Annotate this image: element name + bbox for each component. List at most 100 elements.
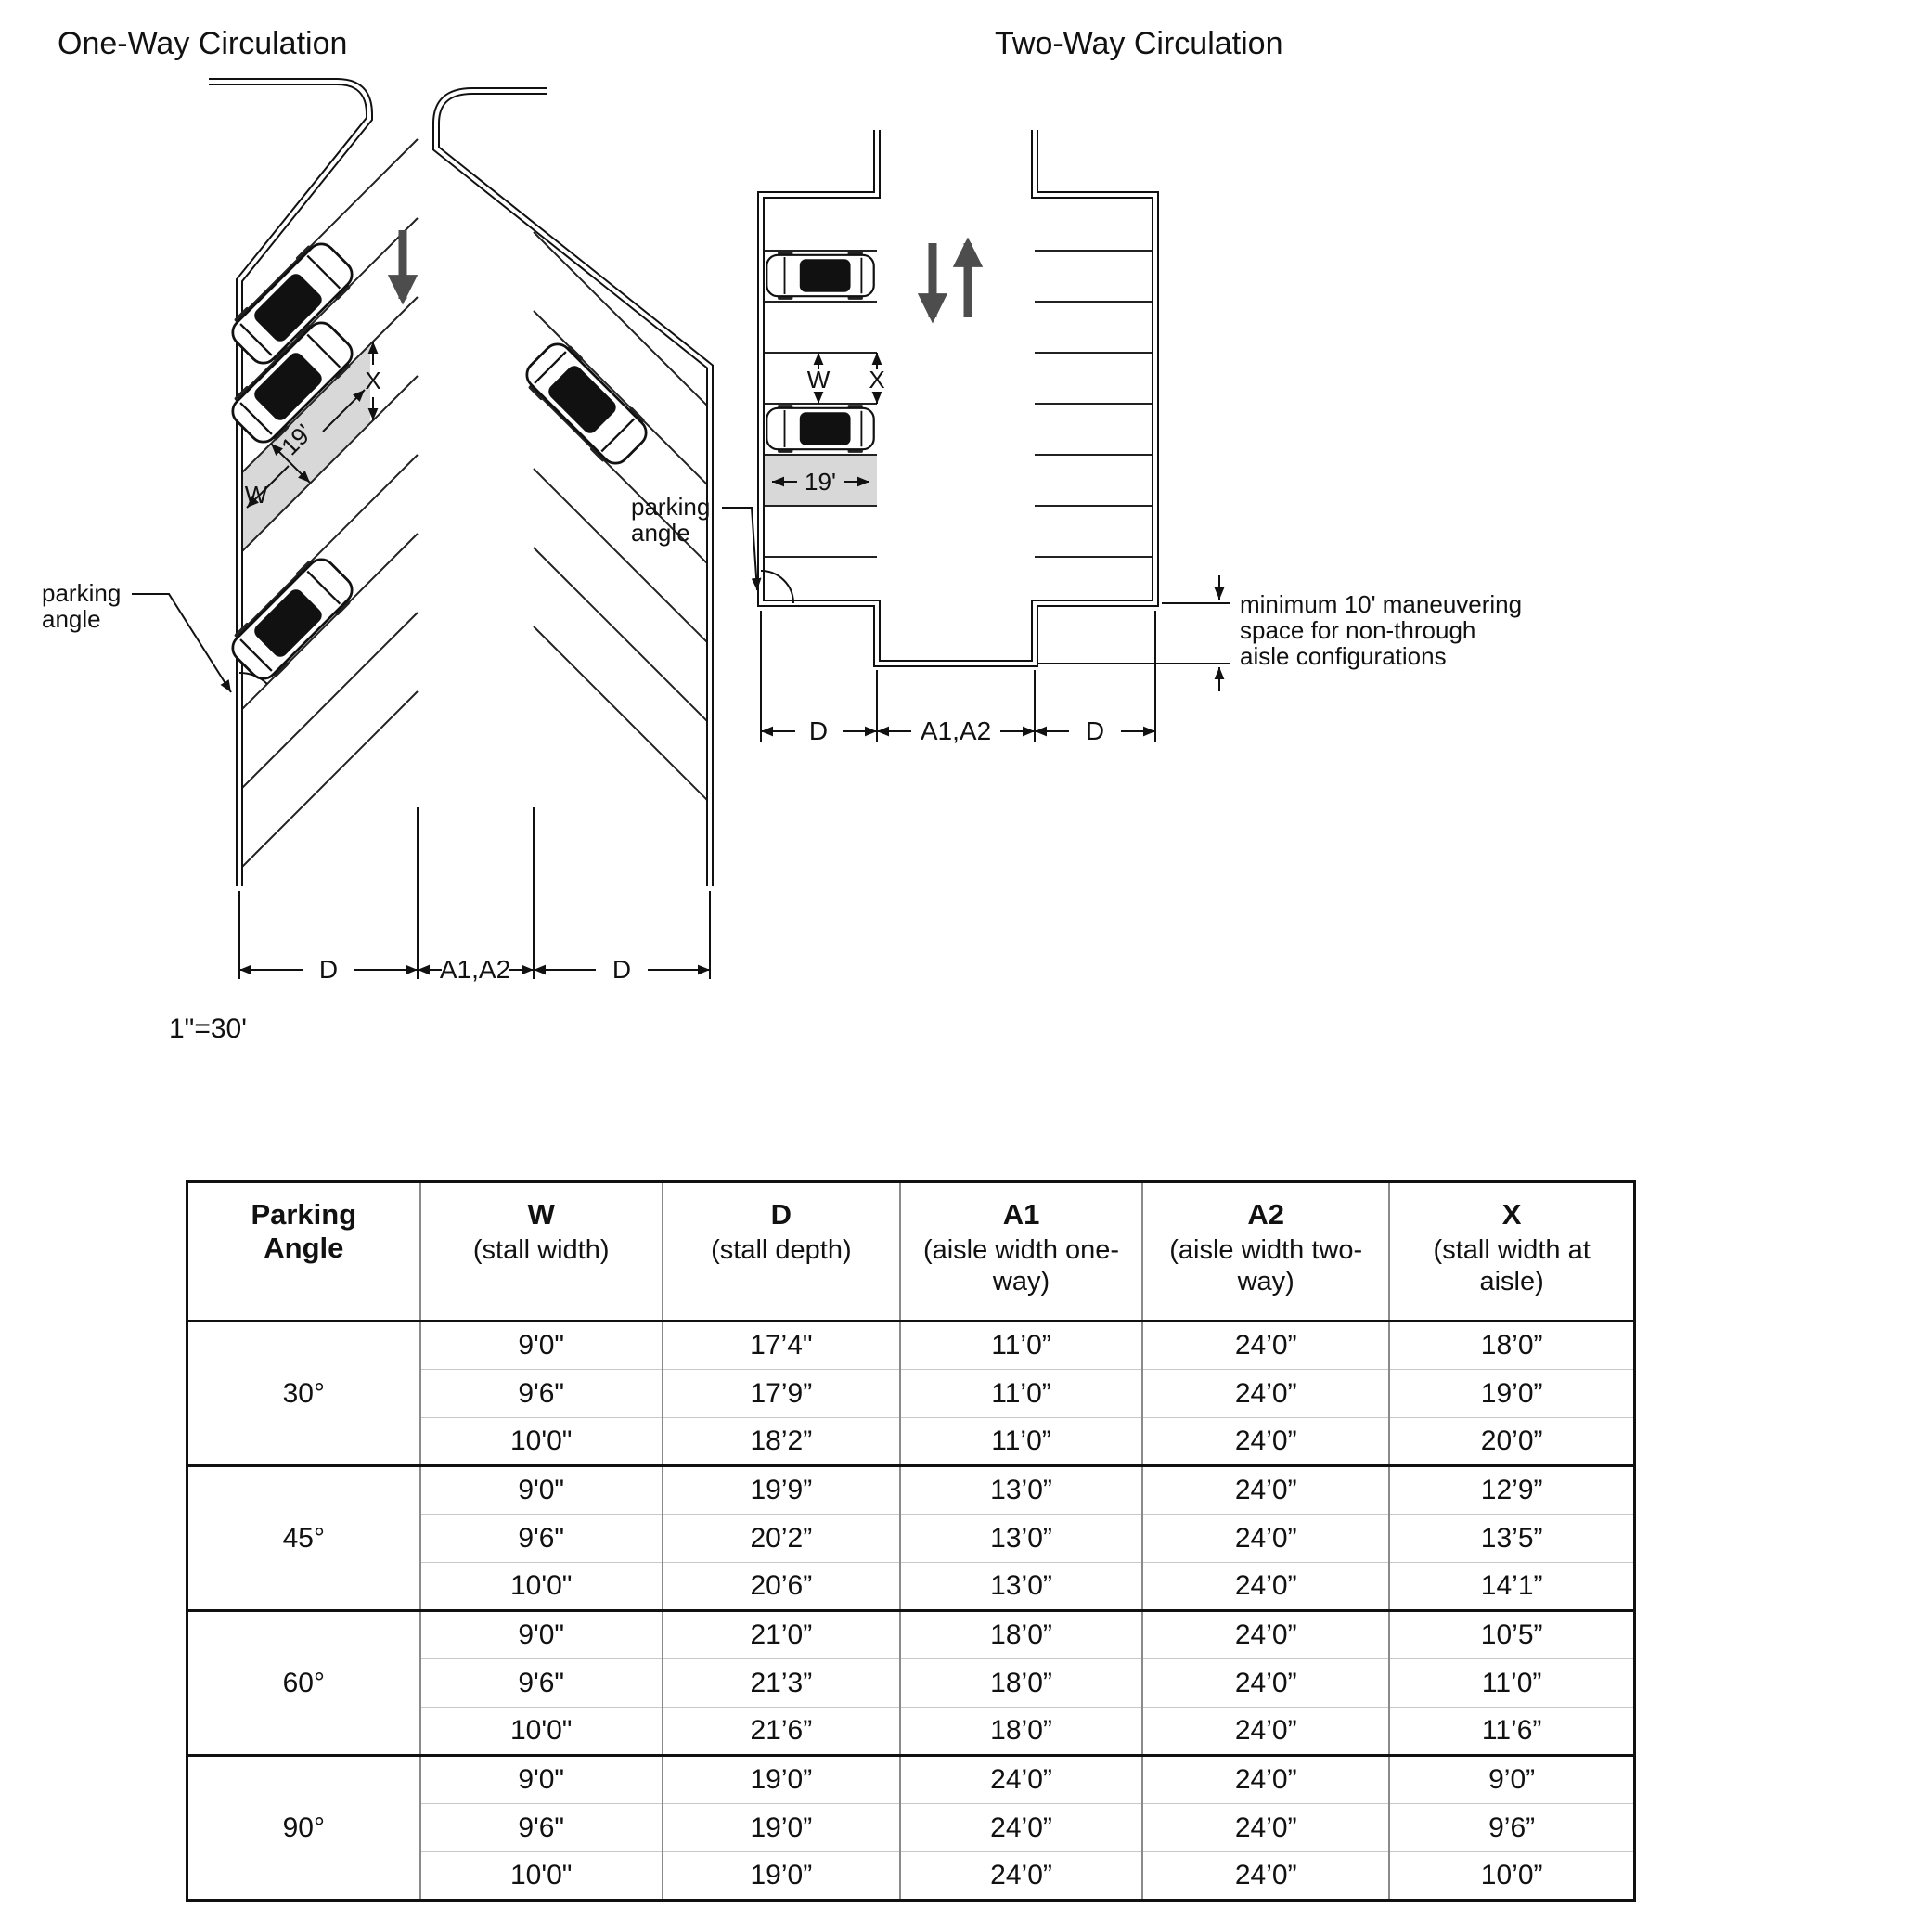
table-cell: 9’6”	[1388, 1803, 1635, 1852]
dim-d-right-label: D	[612, 955, 631, 984]
lot-walls	[757, 130, 1159, 667]
table-cell: 24’0”	[1141, 1320, 1390, 1370]
table-row: 10'0"18’2”11’0”24’0”20’0”	[187, 1417, 1635, 1466]
column-header: W(stall width)	[419, 1181, 663, 1322]
table-cell: 24’0”	[1141, 1851, 1390, 1901]
column-header-sub: (aisle width one-way)	[922, 1234, 1120, 1296]
table-cell: 18’0”	[898, 1658, 1143, 1708]
table-body: 30°9'0"17’4"11’0”24’0”18’0”9'6"17’9”11’0…	[186, 1320, 1635, 1901]
x-label: X	[365, 367, 380, 394]
table-row: 9'6"21’3”18’0”24’0”11’0”	[187, 1658, 1635, 1708]
table-cell: 9’0”	[1388, 1754, 1635, 1804]
table-cell: 21’3”	[661, 1658, 900, 1708]
table-cell: 14’1”	[1388, 1562, 1635, 1611]
maneuvering-dimension	[1037, 575, 1230, 691]
table-cell: 24’0”	[1141, 1754, 1390, 1804]
table-cell: 13’0”	[898, 1464, 1143, 1515]
table-cell: 19’9”	[661, 1464, 900, 1515]
table-cell: 19’0”	[661, 1754, 900, 1804]
table-cell: 11’0”	[898, 1369, 1143, 1418]
table-cell: 10'0"	[419, 1707, 663, 1756]
table-cell: 24’0”	[1141, 1464, 1390, 1515]
table-cell: 11’6”	[1388, 1707, 1635, 1756]
table-cell: 24’0”	[898, 1803, 1143, 1852]
column-header-main: X	[1501, 1198, 1522, 1231]
dim-d-left-label: D	[319, 955, 338, 984]
car-icon	[766, 250, 875, 302]
table-cell: 10’5”	[1388, 1609, 1635, 1659]
table-cell: 24’0”	[1141, 1562, 1390, 1611]
parking-angle-leader	[722, 507, 762, 591]
table-row: 10'0"20’6”13’0”24’0”14’1”	[187, 1562, 1635, 1611]
column-header-sub: (stall depth)	[711, 1234, 852, 1265]
table-cell: 19’0”	[661, 1851, 900, 1901]
table-cell: 9'0"	[419, 1609, 663, 1659]
table-cell: 24’0”	[1141, 1803, 1390, 1852]
one-way-circulation-diagram: One-Way Circulation	[28, 9, 724, 1081]
parking-angle-label: angle	[631, 519, 690, 547]
maneuvering-note: minimum 10' maneuvering	[1240, 590, 1522, 618]
x-label: X	[869, 366, 884, 393]
table-cell: 18’0”	[1388, 1320, 1635, 1370]
table-cell: 20’2”	[661, 1514, 900, 1563]
one-way-svg: One-Way Circulation	[42, 26, 714, 1044]
column-header-sub: (stall width)	[472, 1234, 610, 1265]
column-header: D(stall depth)	[661, 1181, 900, 1322]
table-cell: 11’0”	[1388, 1658, 1635, 1708]
table-cell: 19’0”	[1388, 1369, 1635, 1418]
table-cell: 18’0”	[898, 1707, 1143, 1756]
maneuvering-note: aisle configurations	[1240, 642, 1447, 670]
table-cell: 9'0"	[419, 1464, 663, 1515]
column-header: A1(aisle width one-way)	[898, 1181, 1143, 1322]
table-cell: 11’0”	[898, 1417, 1143, 1466]
column-header: Parking Angle	[186, 1181, 420, 1322]
two-way-circulation-diagram: Two-Way Circulation	[612, 9, 1932, 803]
table-cell: 9'6"	[419, 1369, 663, 1418]
table-row: 10'0"19’0”24’0”24’0”10’0”	[187, 1851, 1635, 1901]
table-cell: 24’0”	[1141, 1658, 1390, 1708]
w-label: W	[807, 366, 831, 393]
table-row: 45°9'0"19’9”13’0”24’0”12’9”	[186, 1464, 1635, 1611]
column-header-sub: (aisle width two-way)	[1169, 1234, 1363, 1296]
table-cell: 13’0”	[898, 1562, 1143, 1611]
stall-lines	[239, 138, 710, 871]
bottom-dimensions	[760, 611, 1156, 742]
table-cell: 10'0"	[419, 1851, 663, 1901]
table-cell: 24’0”	[898, 1851, 1143, 1901]
table-cell: 19’0”	[661, 1803, 900, 1852]
table-cell: 10’0”	[1388, 1851, 1635, 1901]
stall-lines	[765, 250, 1152, 558]
column-header-main: A1	[1002, 1198, 1040, 1231]
column-header-main: A2	[1247, 1198, 1285, 1231]
column-header: X(stall width at aisle)	[1388, 1181, 1635, 1322]
table-cell: 12’9”	[1388, 1464, 1635, 1515]
table-cell: 17’4"	[661, 1320, 900, 1370]
table-cell: 9'6"	[419, 1514, 663, 1563]
two-way-svg: Two-Way Circulation	[631, 26, 1522, 745]
dim-d-left-label: D	[809, 716, 828, 745]
table-cell: 9'0"	[419, 1754, 663, 1804]
dim-d-right-label: D	[1086, 716, 1104, 745]
parking-angle-label: angle	[42, 605, 101, 633]
table-cell: 10'0"	[419, 1562, 663, 1611]
maneuvering-note: space for non-through	[1240, 616, 1475, 644]
column-header-main: W	[527, 1198, 555, 1231]
column-header: A2(aisle width two-way)	[1141, 1181, 1390, 1322]
table-cell: 20’0”	[1388, 1417, 1635, 1466]
table-cell: 13’5”	[1388, 1514, 1635, 1563]
table-cell: 9'6"	[419, 1803, 663, 1852]
table-cell: 18’0”	[898, 1609, 1143, 1659]
parking-angle-cell: 30°	[186, 1320, 420, 1466]
table-cell: 9'0"	[419, 1320, 663, 1370]
table-row: 9'6"17’9”11’0”24’0”19’0”	[187, 1369, 1635, 1418]
parking-angle-label: parking	[631, 493, 710, 521]
table-cell: 24’0”	[1141, 1369, 1390, 1418]
bottom-dimensions	[238, 807, 711, 979]
angle-arc	[760, 570, 794, 604]
one-way-title: One-Way Circulation	[58, 26, 347, 61]
parking-angle-label: parking	[42, 579, 121, 607]
